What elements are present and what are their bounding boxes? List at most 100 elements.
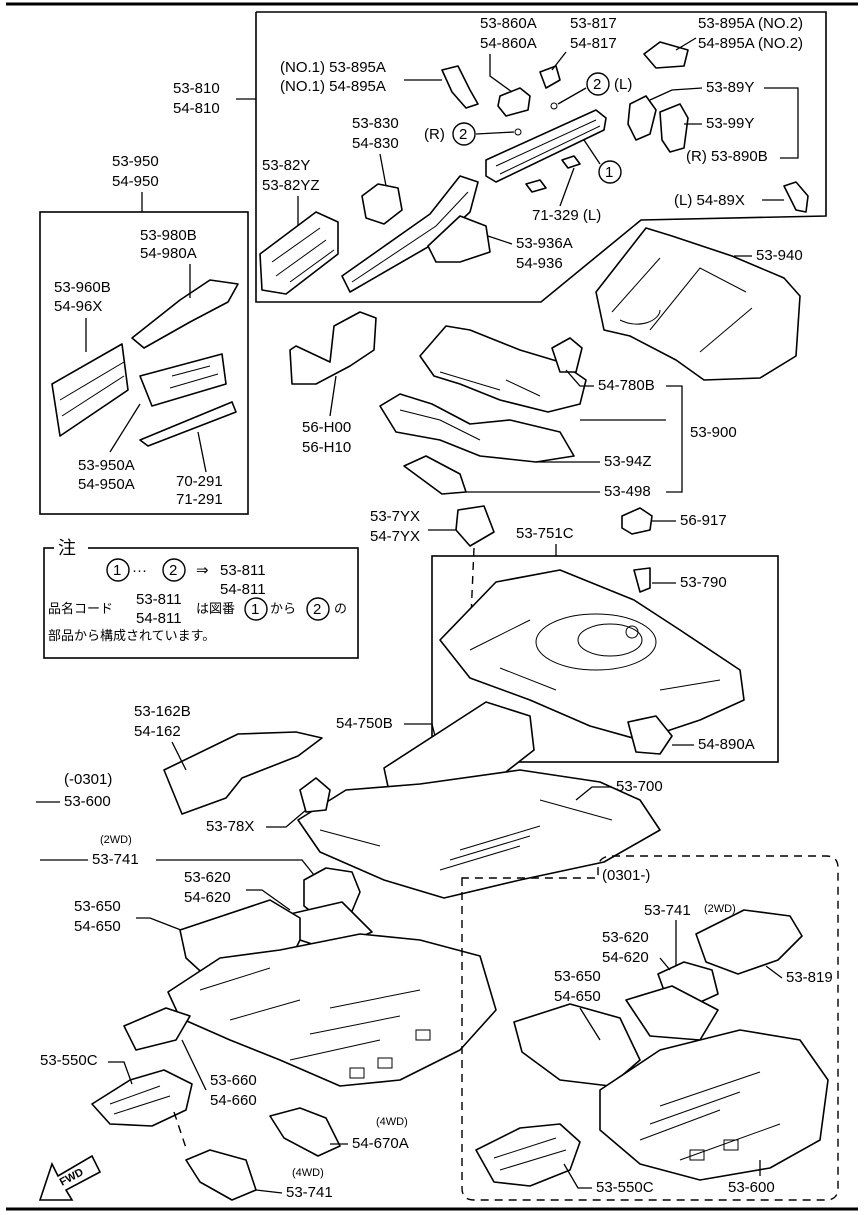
part-front-member-extension bbox=[485, 109, 607, 183]
note-arrow: ⇒ bbox=[196, 562, 209, 579]
part-53-78x bbox=[299, 777, 331, 813]
label-54-96x: 54-96X bbox=[54, 298, 102, 315]
label-54-620: 54-620 bbox=[184, 889, 231, 906]
label-53-620: 53-620 bbox=[184, 869, 231, 886]
label-4wd-b: (4WD) bbox=[292, 1167, 324, 1179]
note-circle-1 bbox=[106, 558, 130, 582]
label-54-670a: 54-670A bbox=[352, 1135, 409, 1152]
label-53-498: 53-498 bbox=[604, 483, 651, 500]
part-54-89x bbox=[783, 181, 809, 213]
floor-r-hole-a bbox=[689, 1149, 705, 1161]
part-960b-detail bbox=[59, 361, 125, 417]
label-53-660: 53-660 bbox=[210, 1072, 257, 1089]
note-code-b: 54-811 bbox=[136, 610, 182, 627]
leader-830 bbox=[379, 153, 387, 187]
circle-2-left-text: 2 bbox=[593, 76, 601, 93]
label-53-600: 53-600 bbox=[64, 793, 111, 810]
part-89y bbox=[627, 95, 657, 141]
label-53-810: 53-810 bbox=[173, 80, 220, 97]
label-53-700: 53-700 bbox=[616, 778, 663, 795]
crossmember-detail bbox=[611, 257, 753, 353]
part-980b bbox=[131, 279, 239, 349]
label-54-817: 54-817 bbox=[570, 35, 617, 52]
label-53-790: 53-790 bbox=[680, 574, 727, 591]
label-0301-post: (0301-) bbox=[602, 867, 650, 884]
label-53-830: 53-830 bbox=[352, 115, 399, 132]
part-936a bbox=[427, 215, 491, 263]
part-53-550c-r bbox=[475, 1123, 581, 1187]
part-54-890a bbox=[627, 715, 673, 755]
leader-circle-1 bbox=[583, 139, 601, 165]
label-54-620-r: 54-620 bbox=[602, 949, 649, 966]
leader-circle-2-right bbox=[475, 131, 515, 135]
part-82y-detail bbox=[271, 227, 335, 283]
label-71-291: 71-291 bbox=[176, 491, 223, 508]
part-53-660-member bbox=[123, 1007, 191, 1051]
label-2wd: (2WD) bbox=[100, 834, 132, 846]
part-53-741-4wd bbox=[185, 1149, 257, 1201]
leader-950a bbox=[109, 403, 141, 453]
label-53-620-r: 53-620 bbox=[602, 929, 649, 946]
note-line2-kara: から bbox=[270, 601, 296, 616]
leader-53-550c-r bbox=[563, 1163, 592, 1189]
label-53-751c: 53-751C bbox=[516, 525, 574, 542]
leader-53-78x bbox=[266, 809, 307, 828]
floor-53-600-r-detail bbox=[639, 1071, 781, 1161]
note-line2-circle-2 bbox=[306, 597, 330, 621]
note-box bbox=[43, 547, 359, 659]
label-53-980b: 53-980B bbox=[140, 227, 197, 244]
label-0301-pre: (-0301) bbox=[64, 771, 112, 788]
note-c1: 1 bbox=[113, 562, 121, 579]
member-extension-detail bbox=[495, 119, 601, 175]
leader-53-741 bbox=[156, 859, 319, 881]
bolt-right bbox=[514, 128, 522, 136]
leader-89y bbox=[649, 87, 703, 101]
note-circle-2 bbox=[162, 558, 186, 582]
part-860a bbox=[497, 87, 531, 117]
label-53-890b: (R) 53-890B bbox=[686, 148, 768, 165]
part-bracket-895a-no1 bbox=[441, 65, 479, 109]
part-53-550c-r-detail bbox=[493, 1137, 567, 1171]
part-53-700-floor bbox=[297, 769, 661, 899]
frame-rear-member bbox=[39, 211, 249, 515]
part-53-600-floor-r bbox=[599, 1029, 829, 1181]
callout-circle-2-right bbox=[452, 122, 476, 146]
label-r-side: (R) bbox=[424, 126, 445, 143]
note-title-bg bbox=[54, 536, 88, 558]
label-l-side-a: (L) bbox=[614, 76, 632, 93]
floor-53-600-detail bbox=[199, 967, 421, 1061]
leader-53-650-r bbox=[579, 1007, 601, 1041]
floor-hole-c bbox=[415, 1029, 431, 1041]
part-53-600-floor-2wd bbox=[167, 933, 497, 1087]
part-53-498 bbox=[403, 455, 467, 495]
leader-53-650 bbox=[136, 917, 187, 933]
label-53-99y: 53-99Y bbox=[706, 115, 754, 132]
part-floor-pan-rear bbox=[379, 393, 575, 463]
circle-2-right-text: 2 bbox=[459, 126, 467, 143]
rear-floor-detail bbox=[399, 371, 541, 441]
label-54-936: 54-936 bbox=[516, 255, 563, 272]
bracket-53-900 bbox=[666, 385, 683, 493]
label-71-329: 71-329 (L) bbox=[532, 207, 601, 224]
note-line2-mid: は図番 bbox=[196, 601, 235, 616]
label-53-895a-no2: 53-895A (NO.2) bbox=[698, 15, 803, 32]
label-4wd-a: (4WD) bbox=[376, 1116, 408, 1128]
note-title: 注 bbox=[58, 538, 76, 558]
part-53-162b bbox=[163, 731, 323, 815]
leader-53-162b bbox=[171, 741, 187, 771]
leader-53-620 bbox=[246, 889, 291, 911]
label-53-78x: 53-78X bbox=[206, 818, 254, 835]
bolt-left bbox=[550, 102, 558, 110]
leader-circle-2-left bbox=[557, 87, 587, 105]
label-54-650-r: 54-650 bbox=[554, 988, 601, 1005]
part-950a-detail bbox=[169, 365, 219, 389]
label-53-940: 53-940 bbox=[756, 247, 803, 264]
note-line2-c1: 1 bbox=[251, 601, 259, 618]
part-53-819 bbox=[695, 909, 803, 975]
label-53-650: 53-650 bbox=[74, 898, 121, 915]
part-56-h00 bbox=[289, 311, 377, 385]
note-dots: ··· bbox=[132, 562, 147, 579]
leader-71-329 bbox=[559, 167, 575, 207]
part-front-side-member bbox=[341, 175, 479, 293]
part-7yx bbox=[455, 505, 495, 547]
